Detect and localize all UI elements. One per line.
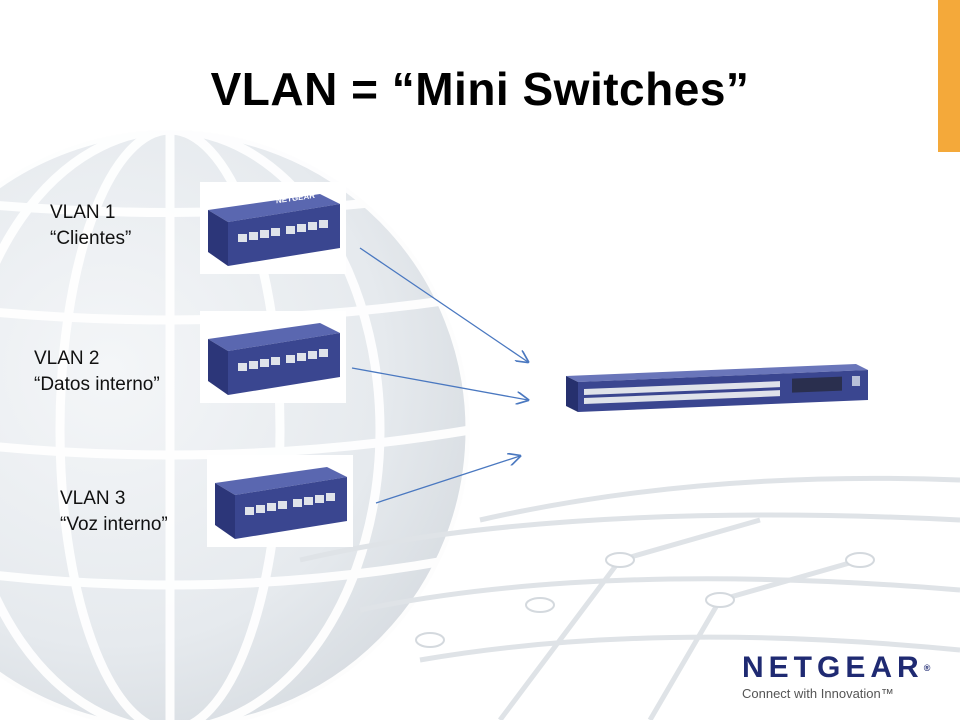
netgear-logo: NETGEAR® Connect with Innovation™ [742, 651, 942, 702]
vlan1-label: VLAN 1 “Clientes” [50, 200, 131, 252]
vlan2-label: VLAN 2 “Datos interno” [34, 346, 160, 398]
vlan2-description: “Datos interno” [34, 374, 160, 395]
arrow-vlan1 [359, 247, 528, 362]
vlan1-description: “Clientes” [50, 228, 132, 249]
mini-switch-vlan2 [200, 311, 346, 403]
mini-switch-vlan3 [207, 455, 353, 547]
vlan3-label: VLAN 3 “Voz interno” [60, 486, 168, 538]
mini-switch-vlan1: NETGEAR [200, 182, 346, 274]
vlan1-name: VLAN 1 [50, 202, 116, 223]
arrow-vlan2 [351, 367, 528, 400]
accent-bar [938, 0, 960, 152]
logo-wordmark: NETGEAR® [742, 651, 931, 684]
main-switch [566, 364, 868, 412]
logo-tagline: Connect with Innovation™ [742, 686, 894, 701]
arrow-vlan3 [375, 456, 520, 504]
vlan2-name: VLAN 2 [34, 348, 100, 369]
registered-mark: ® [923, 663, 931, 673]
vlan3-description: “Voz interno” [60, 514, 168, 535]
slide-title: VLAN = “Mini Switches” [210, 63, 750, 115]
vlan3-name: VLAN 3 [60, 488, 126, 509]
